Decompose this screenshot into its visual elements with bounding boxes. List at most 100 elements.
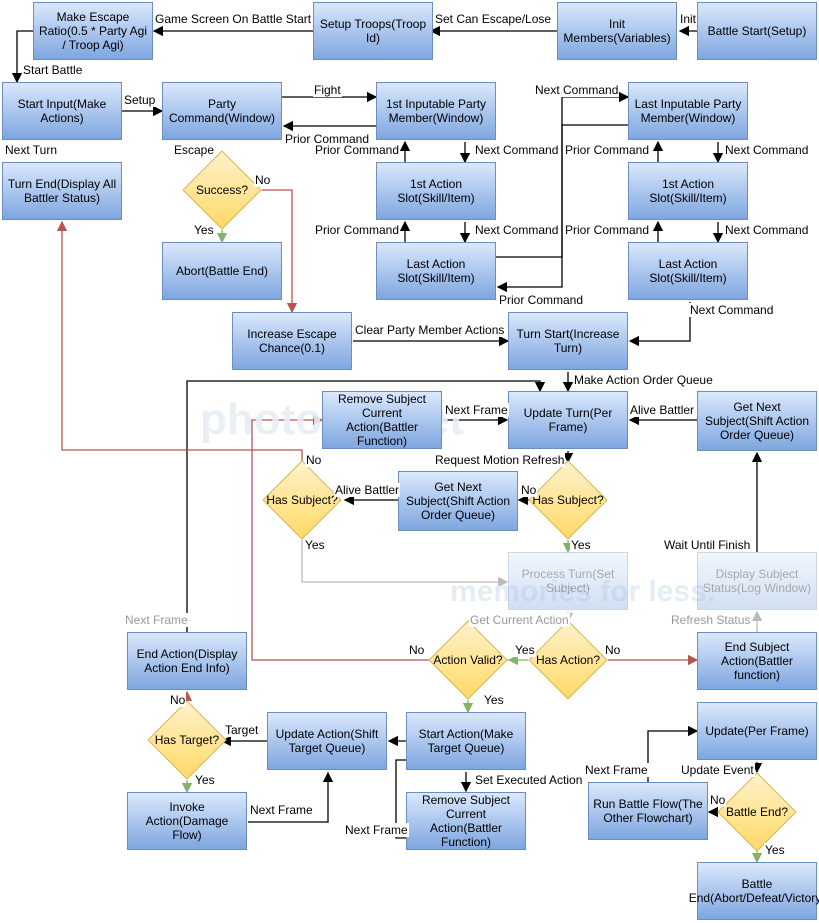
label-prior-command-2: Prior Command xyxy=(314,143,401,157)
edge-next-6 xyxy=(628,302,691,347)
decision-has-subject-left: Has Subject? xyxy=(262,460,342,540)
node-remove-subject-bottom: Remove Subject Current Action(Battler Fu… xyxy=(406,792,526,850)
node-first-slot-right: 1st Action Slot(Skill/Item) xyxy=(628,162,748,220)
label-escape: Escape xyxy=(173,143,216,157)
node-make-escape-ratio: Make Escape Ratio(0.5 * Party Agi / Troo… xyxy=(33,2,153,60)
decision-success-label: Success? xyxy=(195,182,249,197)
decision-success: Success? xyxy=(182,150,262,230)
node-increase-escape: Increase Escape Chance(0.1) xyxy=(232,312,352,370)
label-prior-command-5: Prior Command xyxy=(564,223,651,237)
label-next-command-4: Next Command xyxy=(474,223,560,237)
label-yes-action-valid: Yes xyxy=(483,693,505,707)
label-next-frame-4: Next Frame xyxy=(344,823,409,837)
decision-battle-end-label: Battle End? xyxy=(725,804,789,819)
edge-next-frame-3 xyxy=(248,771,334,823)
node-get-next-subject-mid: Get Next Subject(Shift Action Order Queu… xyxy=(398,471,518,531)
node-update-turn: Update Turn(Per Frame) xyxy=(508,391,628,449)
decision-has-subject-left-label: Has Subject? xyxy=(266,492,338,507)
label-update-event: Update Event xyxy=(680,763,755,777)
decision-battle-end: Battle End? xyxy=(717,772,797,852)
label-clear-party: Clear Party Member Actions xyxy=(354,323,506,337)
label-yes-has-subject-left: Yes xyxy=(304,538,326,552)
edge-no-success xyxy=(262,189,298,314)
node-start-action: Start Action(Make Target Queue) xyxy=(406,712,526,770)
node-setup-troops: Setup Troops(Troop Id) xyxy=(313,2,433,60)
decision-has-subject-right-label: Has Subject? xyxy=(532,492,604,507)
node-start-input: Start Input(Make Actions) xyxy=(2,82,122,140)
decision-action-valid-label: Action Valid? xyxy=(433,652,503,667)
label-no-has-subject-right: No xyxy=(520,483,538,497)
label-alive-battler-2: Alive Battler xyxy=(334,483,401,497)
label-set-can-escape: Set Can Escape/Lose xyxy=(434,12,553,26)
label-wait-until-finish: Wait Until Finish xyxy=(663,538,752,552)
edge-no-has-subject-left xyxy=(56,220,303,462)
label-next-frame-5: Next Frame xyxy=(584,763,649,777)
label-prior-command-4: Prior Command xyxy=(314,223,401,237)
node-last-slot-left: Last Action Slot(Skill/Item) xyxy=(376,242,496,300)
decision-has-subject-right: Has Subject? xyxy=(528,460,608,540)
node-abort: Abort(Battle End) xyxy=(162,242,282,300)
label-next-frame-1: Next Frame xyxy=(444,403,509,417)
label-refresh-status: Refresh Status xyxy=(670,613,752,627)
node-run-battle-flow: Run Battle Flow(The Other Flowchart) xyxy=(588,782,708,840)
label-next-command-6: Next Command xyxy=(689,303,775,317)
label-yes-has-target: Yes xyxy=(194,773,216,787)
label-no-has-subject-left: No xyxy=(305,453,323,467)
node-end-subject-action: End Subject Action(Battler function) xyxy=(697,632,817,690)
label-next-command-top: Next Command xyxy=(534,83,620,97)
label-init: Init xyxy=(679,12,698,26)
label-yes-success: Yes xyxy=(193,223,215,237)
label-yes-has-action: Yes xyxy=(514,643,536,657)
label-prior-command-3: Prior Command xyxy=(564,143,651,157)
label-target: Target xyxy=(224,723,260,737)
edge-next-frame-2 xyxy=(186,380,546,632)
node-first-party-member: 1st Inputable Party Member(Window) xyxy=(376,82,496,140)
label-next-frame-2: Next Frame xyxy=(124,613,189,627)
label-fight: Fight xyxy=(313,83,342,97)
edge-yes-has-subject-left xyxy=(301,540,509,588)
label-yes-has-subject-right: Yes xyxy=(570,538,592,552)
decision-has-target: Has Target? xyxy=(147,700,227,780)
label-no-action-valid: No xyxy=(408,643,426,657)
node-first-slot-left: 1st Action Slot(Skill/Item) xyxy=(376,162,496,220)
label-next-turn: Next Turn xyxy=(4,143,59,157)
label-alive-battler-1: Alive Battler xyxy=(629,403,696,417)
edge-start-battle xyxy=(11,30,33,84)
label-game-screen: Game Screen On Battle Start xyxy=(154,12,313,26)
edge-next-frame-4 xyxy=(395,759,406,839)
label-next-frame-3: Next Frame xyxy=(249,803,314,817)
node-turn-start: Turn Start(Increase Turn) xyxy=(508,312,628,370)
label-no-success: No xyxy=(254,173,272,187)
node-battle-start: Battle Start(Setup) xyxy=(697,2,817,60)
node-update-action: Update Action(Shift Target Queue) xyxy=(267,712,387,770)
node-get-next-subject-right: Get Next Subject(Shift Action Order Queu… xyxy=(697,391,817,451)
node-last-slot-right: Last Action Slot(Skill/Item) xyxy=(628,242,748,300)
label-next-command-2: Next Command xyxy=(474,143,560,157)
node-invoke-action: Invoke Action(Damage Flow) xyxy=(127,792,247,850)
label-yes-battle-end: Yes xyxy=(764,843,786,857)
label-start-battle: Start Battle xyxy=(22,63,84,77)
label-no-battle-end: No xyxy=(709,793,727,807)
node-display-subject-status: Display Subject Status(Log Window) xyxy=(697,552,817,610)
node-party-command: Party Command(Window) xyxy=(162,82,282,140)
label-prior-command-1: Prior Command xyxy=(284,132,371,146)
label-no-has-target: No xyxy=(169,693,187,707)
decision-has-action: Has Action? xyxy=(528,620,608,700)
node-last-party-member: Last Inputable Party Member(Window) xyxy=(628,82,748,140)
label-next-command-5: Next Command xyxy=(724,223,810,237)
node-remove-subject-top: Remove Subject Current Action(Battler Fu… xyxy=(322,391,442,449)
node-battle-end: Battle End(Abort/Defeat/Victory) xyxy=(689,862,819,920)
label-get-current-action: Get Current Action xyxy=(469,613,570,627)
label-prior-command-6: Prior Command xyxy=(498,293,585,307)
decision-has-action-label: Has Action? xyxy=(535,652,601,667)
label-no-has-action: No xyxy=(604,643,622,657)
edge-prior-6 xyxy=(496,124,628,293)
label-request-motion: Request Motion Refresh xyxy=(434,453,566,467)
node-turn-end: Turn End(Display All Battler Status) xyxy=(2,162,122,220)
node-end-action: End Action(Display Action End Info) xyxy=(127,632,247,690)
label-next-command-3: Next Command xyxy=(724,143,810,157)
decision-has-target-label: Has Target? xyxy=(154,732,220,747)
decision-action-valid: Action Valid? xyxy=(428,620,508,700)
label-make-action-order: Make Action Order Queue xyxy=(573,373,714,387)
